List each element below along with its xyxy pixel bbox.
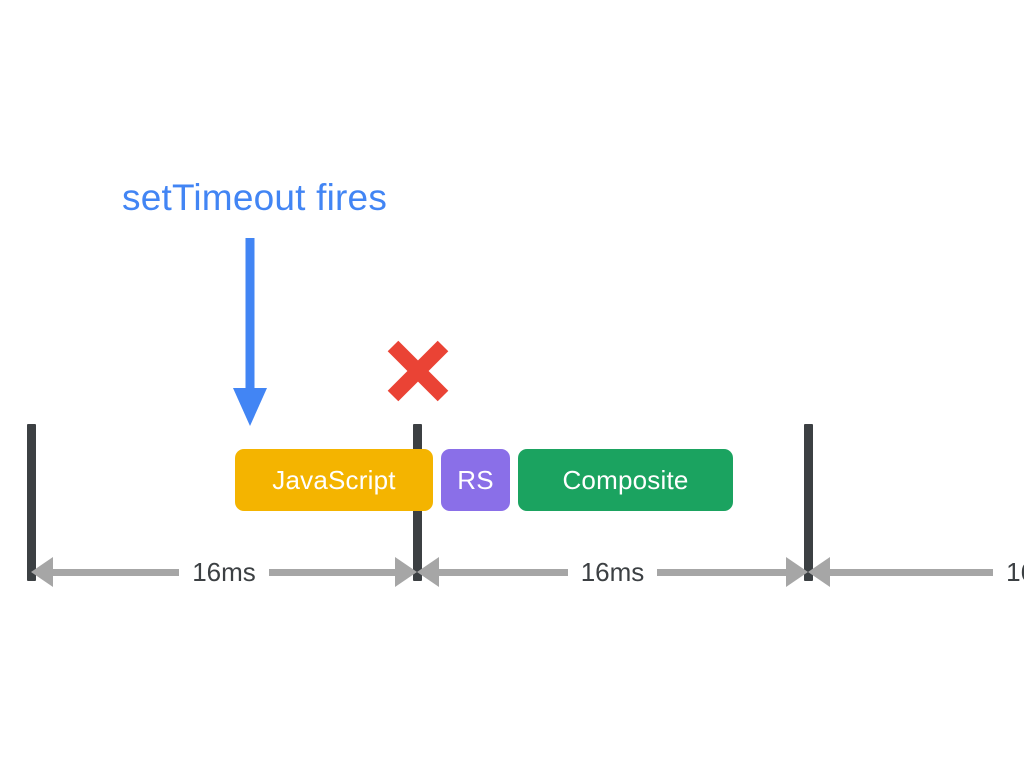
- frame-duration-3-label: 16: [1006, 556, 1024, 587]
- arrow-line: [830, 568, 994, 576]
- settimeout-fires-label: setTimeout fires: [122, 177, 388, 218]
- arrow-head-left-icon: [417, 557, 439, 587]
- frame-tick-boundary-2: [804, 424, 813, 581]
- arrow-line: [657, 568, 787, 576]
- task-bar-javascript-label: JavaScript: [272, 464, 396, 495]
- task-bar-rs: RS: [441, 449, 510, 511]
- frame-duration-3: 16: [808, 552, 1024, 592]
- frame-duration-1: 16ms: [31, 552, 418, 592]
- arrow-head-right-icon: [786, 557, 809, 587]
- arrow-line: [53, 568, 180, 576]
- arrow-head-left-icon: [31, 557, 53, 587]
- frame-duration-1-label: 16ms: [192, 556, 256, 587]
- arrow-head-right-icon: [395, 557, 418, 587]
- settimeout-arrow-icon: [228, 238, 272, 428]
- task-bar-javascript: JavaScript: [235, 449, 433, 511]
- frame-duration-2-label: 16ms: [580, 556, 645, 587]
- arrow-line: [268, 568, 396, 576]
- frame-tick-start: [27, 424, 36, 581]
- frame-duration-2: 16ms: [417, 552, 809, 592]
- missed-frame-x-icon: [384, 337, 452, 405]
- task-bar-composite: Composite: [518, 449, 733, 511]
- arrow-line: [439, 568, 568, 576]
- task-bar-composite-label: Composite: [562, 464, 689, 495]
- arrow-head-left-icon: [808, 557, 830, 587]
- task-bar-rs-label: RS: [457, 464, 494, 495]
